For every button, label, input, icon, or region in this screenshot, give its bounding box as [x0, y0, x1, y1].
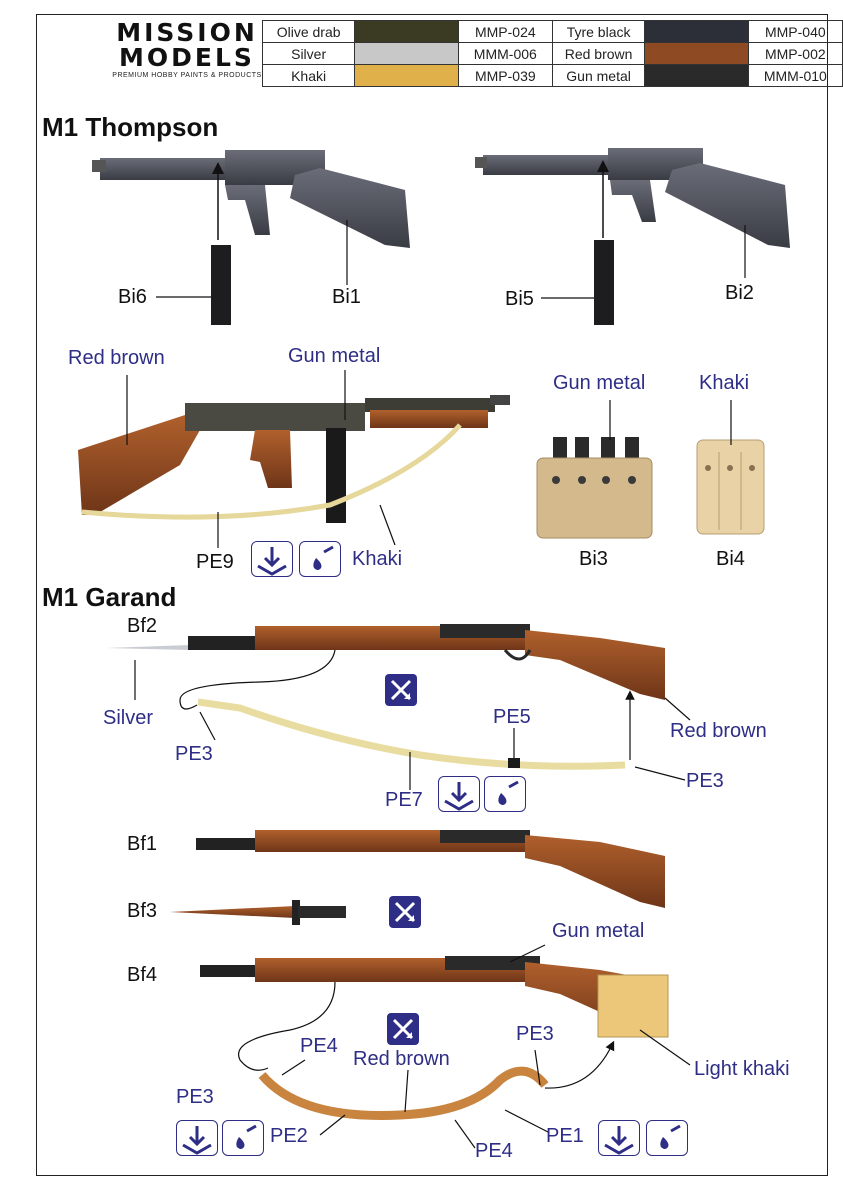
color-label-gun-metal-bi3: Gun metal [553, 372, 646, 394]
glue-drop-icon [484, 776, 526, 812]
part-label-bi6: Bi6 [118, 286, 147, 308]
garand-bf4 [200, 956, 669, 1038]
paint-swatch [354, 20, 459, 43]
leader-line [281, 1059, 306, 1076]
paint-row: Khaki MMP-039 Gun metal MMM-010 [261, 64, 843, 87]
part-label-bi1: Bi1 [332, 286, 361, 308]
section-title-garand: M1 Garand [42, 582, 177, 612]
part-label-bf2: Bf2 [127, 615, 158, 637]
part-label-bi4: Bi4 [716, 548, 745, 570]
paint-swatch [644, 42, 749, 65]
part-label-bf3: Bf3 [127, 900, 158, 922]
part-label-bf1: Bf1 [127, 833, 158, 855]
part-label-pe7: PE7 [385, 789, 423, 811]
part-label-pe3: PE3 [176, 1086, 214, 1108]
part-label-pe9: PE9 [196, 551, 234, 573]
color-label-red-brown-sling: Red brown [353, 1048, 450, 1070]
leader-line [404, 1069, 409, 1113]
part-label-pe3: PE3 [516, 1023, 554, 1045]
paint-swatch [354, 42, 459, 65]
thompson-gray-bi2 [475, 148, 790, 248]
cross-arrows-icon [385, 674, 417, 706]
part-label-bi5: Bi5 [505, 288, 534, 310]
magazine-pouch-bi3 [536, 437, 653, 539]
paint-code: MMP-039 [457, 64, 553, 87]
paint-code: MMP-040 [747, 20, 843, 43]
color-label-khaki: Khaki [352, 548, 403, 570]
leader-line [664, 697, 691, 721]
bayonet-bf3 [170, 900, 346, 925]
color-label-gun-metal-bf4: Gun metal [552, 920, 645, 942]
thompson-magazine-bi5 [594, 240, 614, 325]
leader-line [454, 1119, 476, 1149]
leader-line [319, 1114, 346, 1136]
garand-bf1 [196, 830, 665, 908]
bend-down-icon [598, 1120, 640, 1156]
color-label-light-khaki: Light khaki [694, 1058, 790, 1080]
part-label-pe2: PE2 [270, 1125, 308, 1147]
bend-down-icon [176, 1120, 218, 1156]
leader-line [639, 1029, 691, 1066]
glue-drop-icon [646, 1120, 688, 1156]
part-label-pe3: PE3 [175, 743, 213, 765]
leader-line [199, 711, 216, 741]
garand-sling-pe7 [197, 698, 626, 770]
color-label-gun-metal: Gun metal [288, 345, 381, 367]
page-frame [36, 14, 828, 1176]
leader-line [379, 504, 396, 546]
thompson-magazine-bi6 [211, 245, 231, 325]
paint-legend-table: Olive drab MMP-024 Tyre black MMP-040 Si… [261, 20, 843, 87]
magazine-pouch-bi4 [696, 439, 765, 535]
paint-name: Tyre black [551, 20, 646, 43]
part-label-pe5: PE5 [493, 706, 531, 728]
color-label-red-brown-bf2: Red brown [670, 720, 767, 742]
mission-models-logo: MISSION MODELS PREMIUM HOBBY PAINTS & PR… [112, 20, 262, 79]
bend-down-icon [251, 541, 293, 577]
thompson-gray-bi1 [92, 150, 410, 248]
logo-line2: MODELS [119, 43, 255, 72]
section-title-thompson: M1 Thompson [42, 112, 219, 142]
part-label-pe4: PE4 [475, 1140, 513, 1162]
sling-clip-pe5 [508, 758, 520, 768]
leader-line [179, 649, 336, 710]
leader-line [238, 981, 336, 1071]
cross-arrows-icon [387, 1013, 419, 1045]
leader-line [544, 1040, 615, 1089]
part-label-bf4: Bf4 [127, 964, 158, 986]
bend-down-icon [438, 776, 480, 812]
leader-line [504, 1109, 549, 1133]
part-label-pe3: PE3 [686, 770, 724, 792]
paint-swatch [354, 64, 459, 87]
logo-line1: MISSION [116, 18, 258, 47]
paint-swatch [644, 64, 749, 87]
part-label-pe4: PE4 [300, 1035, 338, 1057]
paint-code: MMM-010 [747, 64, 843, 87]
part-label-pe1: PE1 [546, 1125, 584, 1147]
color-label-silver: Silver [103, 707, 154, 729]
paint-row: Olive drab MMP-024 Tyre black MMP-040 [261, 20, 843, 43]
leader-line [509, 944, 546, 963]
leader-line [534, 1049, 541, 1086]
glue-drop-icon [299, 541, 341, 577]
color-label-khaki-bi4: Khaki [699, 372, 750, 394]
leader-line [634, 766, 686, 781]
garand-bf2 [105, 624, 665, 700]
logo-tagline: PREMIUM HOBBY PAINTS & PRODUCTS [112, 72, 262, 79]
part-label-bi2: Bi2 [725, 282, 754, 304]
thompson-painted [78, 395, 510, 523]
part-label-bi3: Bi3 [579, 548, 608, 570]
color-label-red-brown: Red brown [68, 347, 165, 369]
glue-drop-icon [222, 1120, 264, 1156]
cross-arrows-icon [389, 896, 421, 928]
paint-name: Gun metal [551, 64, 646, 87]
garand-sling-red-brown [258, 1066, 549, 1120]
